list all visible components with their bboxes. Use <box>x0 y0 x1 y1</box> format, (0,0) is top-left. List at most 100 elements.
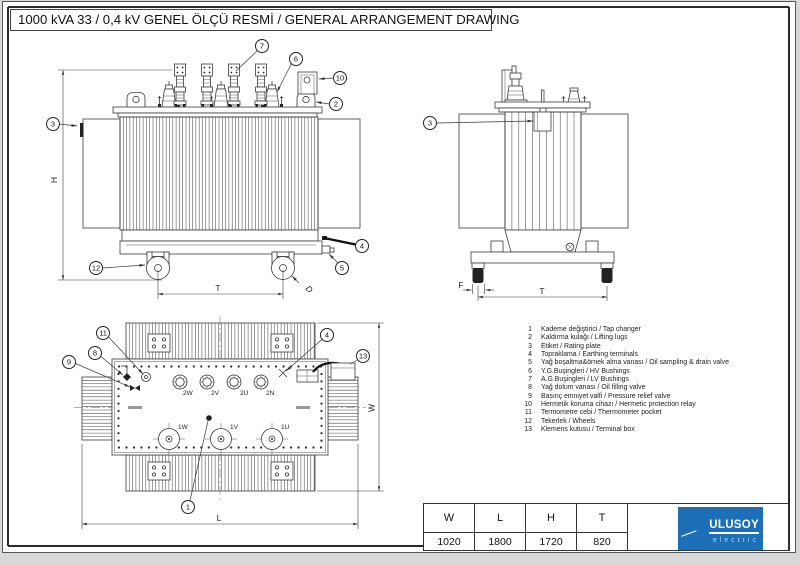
dim-label-t-front: T <box>215 283 220 293</box>
svg-text:12: 12 <box>92 264 100 273</box>
dim-t-front: T <box>157 270 284 299</box>
top-fins-west <box>81 376 113 441</box>
front-fins <box>119 116 319 231</box>
svg-text:6: 6 <box>294 55 298 64</box>
svg-text:4: 4 <box>325 331 329 340</box>
dim-h: H <box>49 69 172 281</box>
top-lv-bushing <box>172 374 188 390</box>
top-lifting-lug <box>147 461 171 481</box>
balloon-top-4: 4 <box>285 328 334 372</box>
lv-bushing <box>173 63 187 108</box>
wheel-diameter-note: D <box>291 275 315 295</box>
dim-f: F <box>458 280 494 294</box>
top-lifting-lug <box>147 333 171 353</box>
inner-frame <box>7 6 790 551</box>
balloon-front-5: 5 <box>328 253 349 275</box>
side-lv-assembly <box>501 65 528 104</box>
top-lifting-lug <box>270 333 294 353</box>
dim-table-value: 1020 <box>424 533 475 550</box>
logo-brand: ULUSOY <box>709 519 759 534</box>
oil-filling-valve <box>121 365 131 381</box>
dim-table-value: 820 <box>577 533 628 550</box>
side-wheel <box>600 262 614 284</box>
company-logo: ULUSOY electric <box>678 507 763 550</box>
dimension-table: W L H T ULUSOY electric 1020 1800 1720 8… <box>423 503 789 551</box>
balloon-side-3: 3 <box>423 116 534 130</box>
svg-text:3: 3 <box>428 119 432 128</box>
side-right-fins <box>580 113 629 229</box>
dim-w: W <box>317 322 384 492</box>
bolt-col-right <box>320 372 323 442</box>
dim-label-l: L <box>217 513 222 523</box>
front-view: H <box>46 39 369 299</box>
dim-label-w: W <box>367 404 377 412</box>
logo-subtitle: electric <box>712 537 759 544</box>
svg-text:1: 1 <box>186 503 190 512</box>
dim-table-value: 1720 <box>526 533 577 550</box>
dim-label-t-side: T <box>539 286 544 296</box>
top-earthing-terminal <box>278 368 288 378</box>
svg-text:9: 9 <box>67 358 71 367</box>
top-lifting-lug <box>270 461 294 481</box>
terminal-box <box>312 361 356 381</box>
left-side-fins <box>82 118 121 229</box>
label-1w: 1W <box>178 424 189 431</box>
label-2n: 2N <box>266 390 275 397</box>
svg-text:2: 2 <box>334 100 338 109</box>
side-cover <box>494 101 591 109</box>
dim-table-header: W <box>424 504 475 533</box>
top-relay-box <box>296 369 319 383</box>
label-1u: 1U <box>281 424 290 431</box>
top-view: 2W 2V 2U 2N 1W 1V 1U <box>62 316 384 529</box>
balloon-front-4: 4 <box>323 236 369 253</box>
tank-cover <box>112 106 323 114</box>
balloon-front-2: 2 <box>315 97 343 111</box>
dim-table-header: T <box>577 504 628 533</box>
balloon-top-1: 1 <box>181 420 209 514</box>
top-lv-bushing <box>199 374 215 390</box>
right-side-fins <box>317 118 361 229</box>
thermometer-pocket <box>141 372 151 382</box>
dim-l: L <box>81 444 359 529</box>
svg-text:5: 5 <box>340 264 344 273</box>
balloon-front-10: 10 <box>318 71 347 85</box>
side-rating-plate <box>533 107 552 132</box>
lifting-rod <box>541 89 545 104</box>
top-lv-bushing <box>253 374 269 390</box>
label-1v: 1V <box>230 424 239 431</box>
balloon-front-6: 6 <box>276 52 303 93</box>
svg-text:7: 7 <box>260 42 264 51</box>
label-2u: 2U <box>240 390 249 397</box>
dim-table-value: 1800 <box>475 533 526 550</box>
dim-table-header: H <box>526 504 577 533</box>
balloon-front-12: 12 <box>89 261 146 275</box>
lv-bushing <box>254 63 268 108</box>
side-wheel <box>471 262 485 284</box>
balloon-front-7: 7 <box>235 39 269 72</box>
logo-cell: ULUSOY electric <box>628 504 788 550</box>
side-drain-plug <box>565 242 575 252</box>
svg-text:13: 13 <box>359 352 367 361</box>
logo-swoosh-icon <box>681 530 697 537</box>
balloon-top-13: 13 <box>349 349 370 365</box>
balloon-top-9: 9 <box>62 355 131 388</box>
lv-bushing <box>200 63 214 108</box>
dim-t-side: T <box>477 286 608 301</box>
pressure-relief-valve <box>130 385 140 391</box>
top-lv-bushing <box>226 374 242 390</box>
dim-label-f: F <box>458 280 463 290</box>
side-base-beam <box>470 251 615 264</box>
side-view: F T 3 <box>423 65 629 301</box>
label-2v: 2V <box>211 390 220 397</box>
